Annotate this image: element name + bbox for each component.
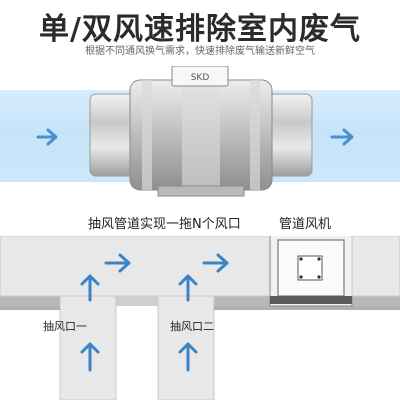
arrow-icon (202, 253, 229, 273)
arrow-icon (178, 342, 198, 372)
duct-fan-image: SKD (89, 66, 313, 197)
outlet-label-2: 抽风口二 (170, 320, 214, 333)
outlet-label-1: 抽风口一 (43, 320, 87, 333)
duct-caption-left: 抽风管道实现一拖N个风口 (88, 217, 241, 232)
arrow-icon (36, 128, 58, 146)
page-title: 单/双风速排除室内废气 (39, 12, 361, 47)
brand-plate-text: SKD (191, 73, 210, 83)
duct-diagram (0, 236, 400, 400)
arrow-icon (80, 342, 100, 372)
arrow-icon (104, 253, 131, 273)
arrow-icon (80, 274, 100, 302)
arrow-icon (330, 128, 354, 146)
page-subtitle: 根据不同通风换气需求，快速排除废气输送新鲜空气 (85, 46, 315, 57)
arrow-icon (178, 274, 198, 302)
duct-caption-right: 管道风机 (279, 217, 332, 232)
